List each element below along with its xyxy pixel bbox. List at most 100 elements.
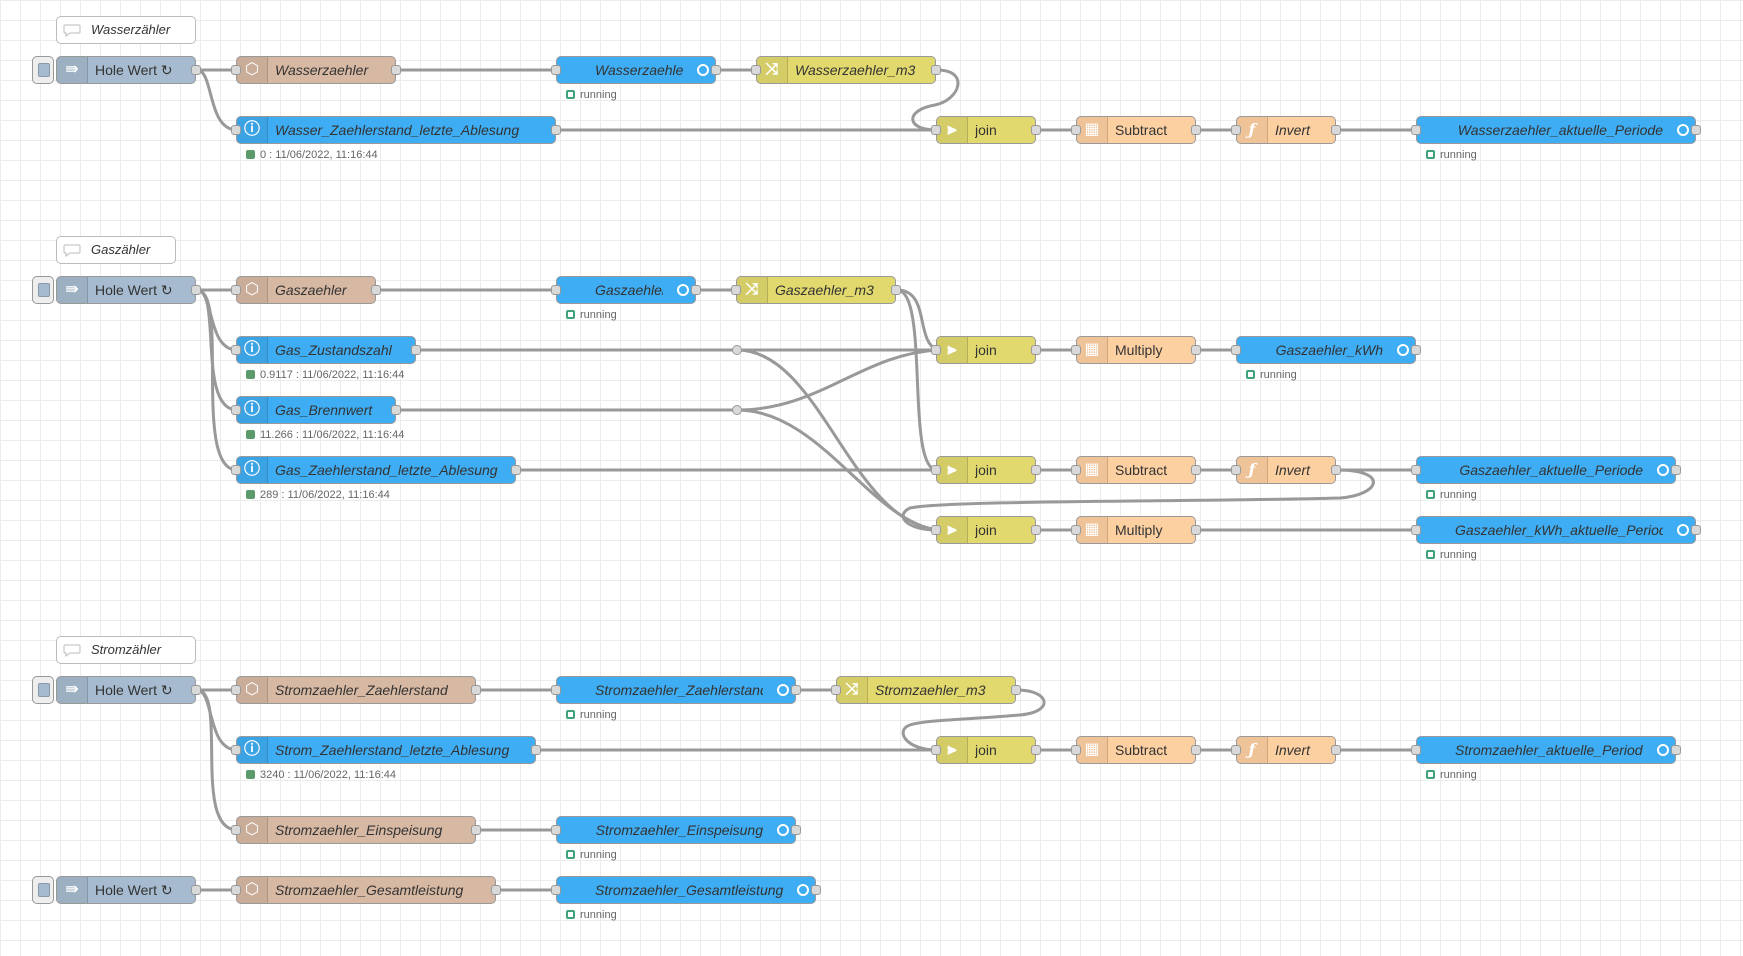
output-port[interactable]: [1191, 465, 1201, 475]
function-node-strom-invert[interactable]: ƒ Invert: [1231, 736, 1341, 764]
output-port[interactable]: [1331, 745, 1341, 755]
input-port[interactable]: [231, 825, 241, 835]
output-port[interactable]: [791, 685, 801, 695]
function-node-gas-invert[interactable]: ƒ Invert: [1231, 456, 1341, 484]
output-port[interactable]: [1331, 125, 1341, 135]
input-port[interactable]: [931, 745, 941, 755]
output-port[interactable]: [1191, 745, 1201, 755]
inject-button[interactable]: [32, 676, 54, 704]
input-port[interactable]: [1411, 125, 1421, 135]
inject-button[interactable]: [32, 876, 54, 904]
input-port[interactable]: [1231, 125, 1241, 135]
join-node-gas-3[interactable]: ⫸ join: [931, 516, 1041, 544]
input-port[interactable]: [551, 825, 561, 835]
input-port[interactable]: [1411, 525, 1421, 535]
join-node-gas-2[interactable]: ⫸ join: [931, 456, 1041, 484]
output-port[interactable]: [1031, 525, 1041, 535]
input-port[interactable]: [1071, 465, 1081, 475]
ha-get-node-strom[interactable]: ⬡ Stromzaehler_Zaehlerstand: [231, 676, 481, 704]
output-port[interactable]: [811, 885, 821, 895]
input-port[interactable]: [231, 685, 241, 695]
output-port[interactable]: [1031, 125, 1041, 135]
join-node-gas-1[interactable]: ⫸ join: [931, 336, 1041, 364]
input-port[interactable]: [1071, 345, 1081, 355]
ha-entity-node-wasser-periode[interactable]: Wasserzaehler_aktuelle_Periode: [1411, 116, 1701, 144]
output-port[interactable]: [191, 65, 201, 75]
output-port[interactable]: [1691, 125, 1701, 135]
input-port[interactable]: [231, 285, 241, 295]
output-port[interactable]: [191, 685, 201, 695]
output-port[interactable]: [1191, 125, 1201, 135]
output-port[interactable]: [491, 885, 501, 895]
output-port[interactable]: [711, 65, 721, 75]
ha-entity-node-gas-kwh-periode[interactable]: Gaszaehler_kWh_aktuelle_Periode: [1411, 516, 1701, 544]
output-port[interactable]: [1191, 345, 1201, 355]
input-port[interactable]: [931, 345, 941, 355]
output-port[interactable]: [931, 65, 941, 75]
output-port[interactable]: [1191, 525, 1201, 535]
input-port[interactable]: [931, 125, 941, 135]
output-port[interactable]: [1691, 525, 1701, 535]
ha-entity-node-gas[interactable]: Gaszaehler: [551, 276, 701, 304]
input-port[interactable]: [551, 885, 561, 895]
output-port[interactable]: [1671, 745, 1681, 755]
ha-state-node-strom-last[interactable]: ⓘ Strom_Zaehlerstand_letzte_Ablesung: [231, 736, 541, 764]
input-port[interactable]: [551, 285, 561, 295]
function-node-wasser-invert[interactable]: ƒ Invert: [1231, 116, 1341, 144]
ha-entity-node-strom[interactable]: Stromzaehler_Zaehlerstand: [551, 676, 801, 704]
input-port[interactable]: [731, 285, 741, 295]
output-port[interactable]: [1331, 465, 1341, 475]
output-port[interactable]: [371, 285, 381, 295]
ha-entity-node-gas-periode[interactable]: Gaszaehler_aktuelle_Periode: [1411, 456, 1681, 484]
output-port[interactable]: [191, 885, 201, 895]
output-port[interactable]: [691, 285, 701, 295]
ha-state-node-gas-brennwert[interactable]: ⓘ Gas_Brennwert: [231, 396, 401, 424]
ha-state-node-gas-zustandszahl[interactable]: ⓘ Gas_Zustandszahl: [231, 336, 421, 364]
comment-node-wasser[interactable]: Wasserzähler: [56, 16, 196, 44]
ha-entity-node-wasser[interactable]: Wasserzaehler: [551, 56, 721, 84]
comment-node-strom[interactable]: Stromzähler: [56, 636, 196, 664]
calc-node-wasser-subtract[interactable]: ▦ Subtract: [1071, 116, 1201, 144]
join-node-wasser[interactable]: ⫸ join: [931, 116, 1041, 144]
input-port[interactable]: [231, 885, 241, 895]
inject-button[interactable]: [32, 276, 54, 304]
input-port[interactable]: [931, 525, 941, 535]
output-port[interactable]: [411, 345, 421, 355]
input-port[interactable]: [1231, 345, 1241, 355]
output-port[interactable]: [191, 285, 201, 295]
output-port[interactable]: [1031, 465, 1041, 475]
output-port[interactable]: [891, 285, 901, 295]
ha-entity-node-gas-kwh[interactable]: Gaszaehler_kWh: [1231, 336, 1421, 364]
change-node-wasser[interactable]: ⤨ Wasserzaehler_m3: [751, 56, 941, 84]
input-port[interactable]: [551, 65, 561, 75]
calc-node-strom-subtract[interactable]: ▦ Subtract: [1071, 736, 1201, 764]
calc-node-gas-multiply-2[interactable]: ▦ Multiply: [1071, 516, 1201, 544]
change-node-strom[interactable]: ⤨ Stromzaehler_m3: [831, 676, 1021, 704]
input-port[interactable]: [231, 125, 241, 135]
output-port[interactable]: [471, 685, 481, 695]
input-port[interactable]: [1071, 525, 1081, 535]
input-port[interactable]: [1071, 125, 1081, 135]
input-port[interactable]: [551, 685, 561, 695]
input-port[interactable]: [1231, 745, 1241, 755]
ha-entity-node-strom-einspeisung[interactable]: Stromzaehler_Einspeisung: [551, 816, 801, 844]
input-port[interactable]: [931, 465, 941, 475]
inject-node-gesamtleistung[interactable]: ⇛ Hole Wert ↻: [56, 876, 201, 904]
input-port[interactable]: [231, 65, 241, 75]
ha-get-node-gas[interactable]: ⬡ Gaszaehler: [231, 276, 381, 304]
output-port[interactable]: [391, 405, 401, 415]
output-port[interactable]: [1031, 745, 1041, 755]
inject-node-wasser[interactable]: ⇛ Hole Wert ↻: [56, 56, 201, 84]
ha-get-node-wasser[interactable]: ⬡ Wasserzaehler: [231, 56, 401, 84]
comment-node-gas[interactable]: Gaszähler: [56, 236, 176, 264]
inject-node-strom[interactable]: ⇛ Hole Wert ↻: [56, 676, 201, 704]
calc-node-gas-subtract[interactable]: ▦ Subtract: [1071, 456, 1201, 484]
input-port[interactable]: [1411, 465, 1421, 475]
input-port[interactable]: [231, 465, 241, 475]
ha-entity-node-gesamtleistung[interactable]: Stromzaehler_Gesamtleistung: [551, 876, 821, 904]
input-port[interactable]: [751, 65, 761, 75]
output-port[interactable]: [791, 825, 801, 835]
output-port[interactable]: [551, 125, 561, 135]
input-port[interactable]: [1231, 465, 1241, 475]
output-port[interactable]: [1411, 345, 1421, 355]
